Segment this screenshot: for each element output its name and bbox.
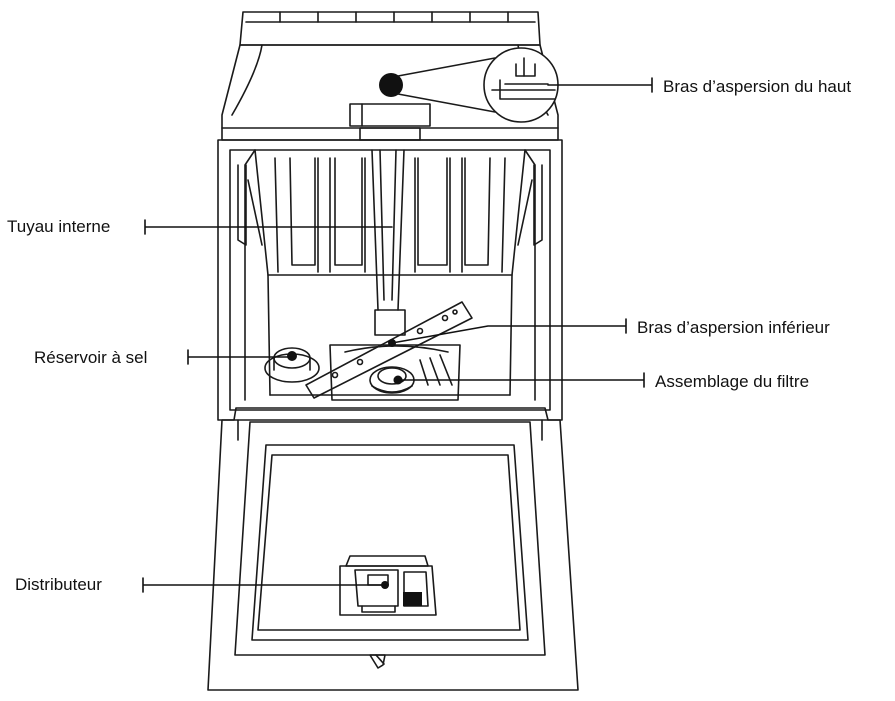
callout-filter-assembly: Assemblage du filtre [655, 372, 810, 391]
lower-spray-arm [305, 301, 473, 399]
callout-upper-spray-arm: Bras d’aspersion du haut [663, 77, 852, 96]
leader-upper-spray-arm [547, 77, 653, 93]
leader-filter-assembly [397, 372, 645, 388]
leader-dispenser [142, 577, 386, 593]
leader-lower-spray-arm [391, 318, 627, 344]
leader-salt-reservoir [187, 349, 293, 365]
open-door [207, 407, 579, 691]
callout-salt-reservoir: Réservoir à sel [34, 348, 148, 367]
inner-pipe [359, 127, 421, 336]
callout-lower-spray-arm: Bras d’aspersion inférieur [637, 318, 830, 337]
cabinet-frame [217, 139, 563, 421]
dispenser [339, 555, 437, 616]
callout-dispenser: Distributeur [15, 575, 102, 594]
salt-reservoir-cap [264, 347, 320, 383]
callout-inner-pipe: Tuyau interne [7, 217, 111, 236]
top-counter-strip [239, 11, 541, 46]
tub-interior [237, 149, 543, 401]
upper-spray-arm-marker [379, 57, 496, 113]
upper-spray-arm-zoom [483, 47, 559, 123]
leader-inner-pipe [144, 219, 393, 235]
leader-lines [142, 77, 653, 593]
